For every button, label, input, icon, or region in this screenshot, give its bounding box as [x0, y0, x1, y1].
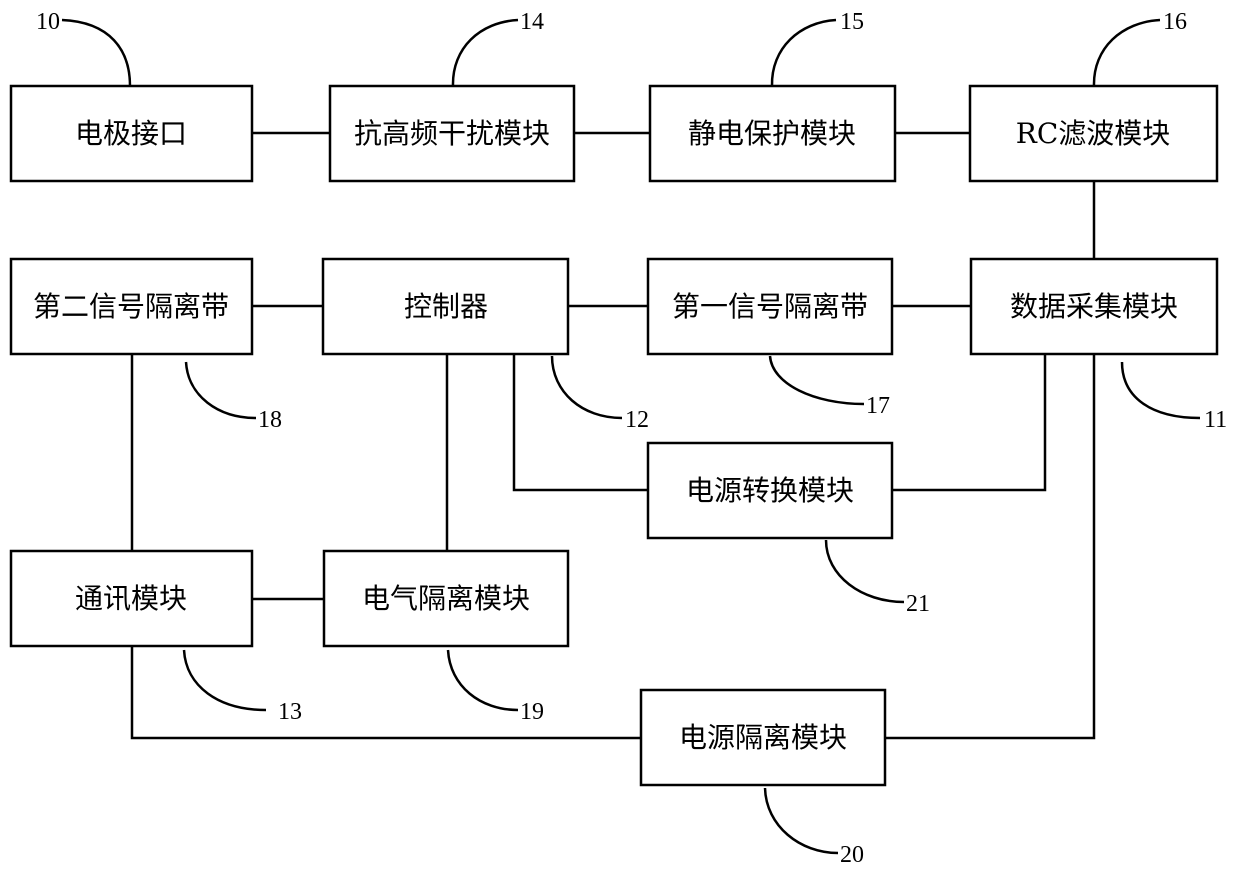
leader-11	[1122, 362, 1200, 418]
rc-filter-label: RC滤波模块	[1016, 117, 1171, 150]
leader-15	[772, 20, 836, 86]
electrode-interface-label: 电极接口	[75, 117, 187, 150]
esd-protection-block: 静电保护模块	[650, 86, 895, 181]
first-signal-isolation-label: 第一信号隔离带	[672, 290, 868, 323]
ref-10: 10	[36, 9, 60, 35]
link-power-iso-acquisition	[885, 354, 1094, 738]
leader-13	[184, 650, 266, 710]
ref-13: 13	[278, 699, 302, 725]
ref-15: 15	[840, 9, 864, 35]
leader-16	[1094, 20, 1160, 86]
communication-label: 通讯模块	[75, 582, 187, 615]
rc-filter-block: RC滤波模块	[970, 86, 1217, 181]
communication-block: 通讯模块	[11, 551, 252, 646]
link-comm-power-iso	[132, 646, 641, 738]
power-conversion-block: 电源转换模块	[648, 443, 892, 538]
power-isolation-block: 电源隔离模块	[641, 690, 885, 785]
connections	[132, 133, 1094, 738]
controller-block: 控制器	[323, 259, 568, 354]
second-signal-isolation-block: 第二信号隔离带	[11, 259, 252, 354]
ref-18: 18	[258, 407, 282, 433]
ref-21: 21	[906, 591, 930, 617]
leader-18	[186, 362, 256, 418]
hf-anti-interference-label: 抗高频干扰模块	[354, 117, 550, 150]
ref-11: 11	[1204, 407, 1227, 433]
leader-10	[62, 20, 130, 86]
electrical-isolation-block: 电气隔离模块	[324, 551, 568, 646]
ref-20: 20	[840, 842, 864, 868]
controller-label: 控制器	[404, 290, 488, 323]
second-signal-isolation-label: 第二信号隔离带	[33, 290, 229, 323]
ref-16: 16	[1163, 9, 1187, 35]
leader-12	[552, 356, 622, 418]
ref-17: 17	[866, 393, 890, 419]
power-isolation-label: 电源隔离模块	[679, 721, 847, 754]
data-acquisition-block: 数据采集模块	[971, 259, 1217, 354]
ref-12: 12	[625, 407, 649, 433]
leader-19	[448, 650, 518, 710]
leader-20	[765, 788, 838, 853]
leader-17	[770, 356, 864, 404]
power-conversion-label: 电源转换模块	[686, 474, 854, 507]
link-power-conv-acquisition	[892, 354, 1045, 490]
electrical-isolation-label: 电气隔离模块	[362, 582, 530, 615]
first-signal-isolation-block: 第一信号隔离带	[648, 259, 892, 354]
ref-19: 19	[520, 699, 544, 725]
ref-14: 14	[520, 9, 544, 35]
leader-14	[453, 20, 518, 86]
hf-anti-interference-block: 抗高频干扰模块	[330, 86, 574, 181]
data-acquisition-label: 数据采集模块	[1010, 290, 1178, 323]
electrode-interface-block: 电极接口	[11, 86, 252, 181]
leader-21	[826, 540, 904, 602]
esd-protection-label: 静电保护模块	[688, 117, 856, 150]
